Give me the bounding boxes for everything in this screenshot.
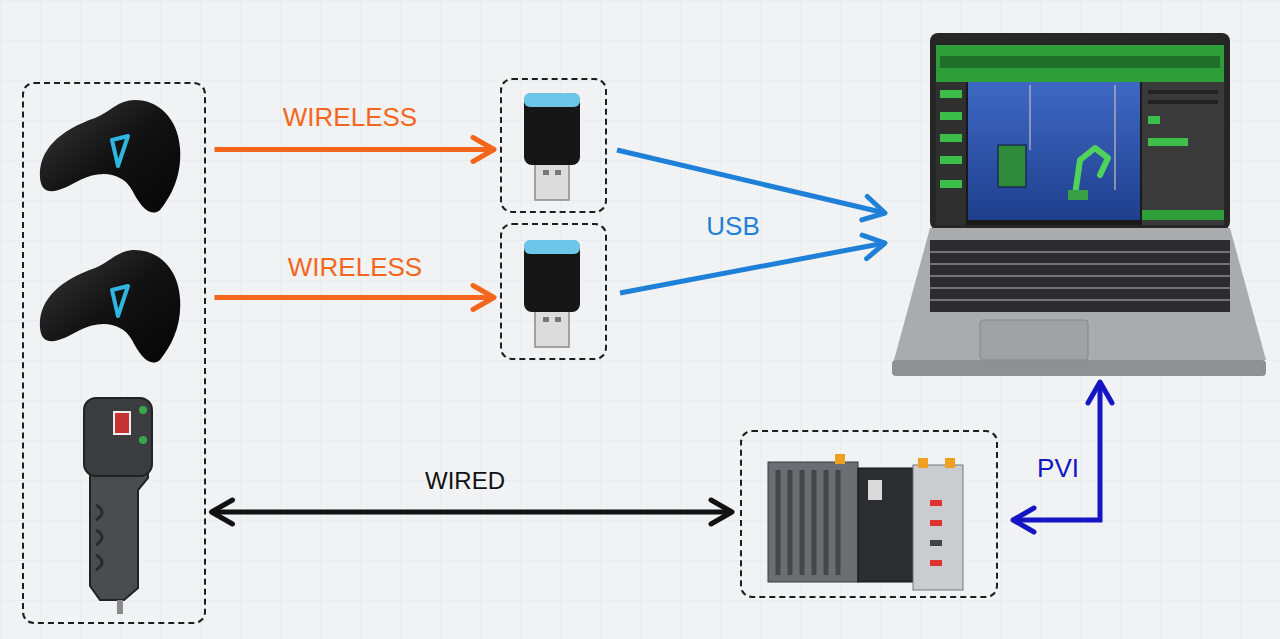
pendant-cable — [117, 600, 123, 614]
usb-dongle-box — [500, 223, 607, 360]
plc-terminal — [930, 560, 942, 566]
plc-illustration — [768, 454, 963, 590]
viewport-cabinet — [998, 145, 1026, 187]
usb-plug-hole — [555, 170, 561, 175]
pendant-illustration — [84, 398, 152, 614]
tracker-illustration — [40, 250, 180, 363]
screen-field — [1148, 100, 1218, 104]
tracker-led — [112, 136, 128, 166]
pendant-button — [114, 412, 130, 434]
plc-tab — [945, 458, 955, 468]
viewport-robot-arm — [1075, 148, 1108, 195]
screen-button — [1148, 138, 1188, 146]
screen-button — [940, 156, 962, 164]
screen-toolbar — [936, 45, 1224, 82]
plc-box — [740, 430, 998, 598]
laptop-base — [894, 228, 1266, 360]
usb-plug-hole — [555, 317, 561, 322]
laptop — [892, 33, 1265, 378]
screen-status-bar — [1142, 210, 1224, 220]
dongle-cap — [524, 240, 580, 254]
plc-power-module — [768, 462, 858, 582]
edge-label: WIRELESS — [283, 102, 417, 133]
laptop-base-edge — [892, 360, 1266, 376]
screen-viewport — [968, 82, 1140, 220]
group-box — [22, 82, 206, 624]
tracker — [30, 245, 206, 351]
tracker — [30, 95, 206, 205]
edge-label: WIRELESS — [288, 252, 422, 283]
laptop-screen — [936, 45, 1224, 225]
screen-button — [940, 90, 962, 98]
connector — [1013, 382, 1100, 520]
laptop-bezel — [930, 33, 1230, 230]
connector — [620, 243, 885, 293]
pendant-head — [84, 398, 152, 476]
screen-field — [1148, 90, 1218, 94]
plc-cpu — [858, 468, 913, 582]
viewport-pole — [1029, 85, 1031, 150]
usb-plug-hole — [543, 170, 549, 175]
dongle-body — [524, 93, 580, 165]
connector — [617, 150, 885, 213]
edge-label: WIRED — [425, 467, 505, 495]
usb-dongle-box — [500, 78, 607, 213]
plc-fins — [778, 470, 838, 575]
screen-button — [1148, 116, 1160, 124]
connector — [215, 147, 495, 152]
dongle-illustration — [524, 93, 580, 200]
plc-tab — [918, 458, 928, 468]
tracker-body — [40, 250, 180, 363]
usb-plug — [535, 160, 569, 200]
tracker-led — [112, 286, 128, 316]
edge-label: USB — [706, 211, 759, 242]
teach-pendant — [30, 390, 206, 615]
edge-label: PVI — [1037, 453, 1079, 484]
screen-toolbar-row — [940, 56, 1220, 68]
dongle-illustration — [524, 240, 580, 347]
screen-button — [940, 134, 962, 142]
laptop-illustration — [892, 33, 1266, 376]
dongle-body — [524, 240, 580, 312]
plc-terminal — [930, 520, 942, 526]
viewport-robot-base — [1068, 190, 1088, 200]
plc-io-module — [913, 465, 963, 590]
screen-right-panel — [1142, 82, 1224, 225]
screen-left-panel — [936, 82, 966, 225]
usb-plug-hole — [543, 317, 549, 322]
viewport-pole — [1114, 85, 1116, 190]
keyboard-rows — [930, 252, 1230, 300]
laptop-touchpad — [980, 320, 1088, 360]
connector — [215, 295, 495, 300]
usb-plug — [535, 307, 569, 347]
pendant-light — [139, 406, 147, 414]
dongle-cap — [524, 93, 580, 107]
pendant-light — [139, 436, 147, 444]
plc-tab — [835, 454, 845, 464]
laptop-keyboard — [930, 240, 1230, 312]
screen-button — [940, 112, 962, 120]
plc-terminal — [930, 540, 942, 546]
plc-terminal — [930, 500, 942, 506]
screen-button — [940, 180, 962, 188]
connector — [212, 510, 733, 515]
tracker-body — [40, 100, 180, 213]
plc-port — [868, 480, 882, 500]
pendant-grip — [96, 505, 102, 570]
tracker-illustration — [40, 100, 180, 213]
